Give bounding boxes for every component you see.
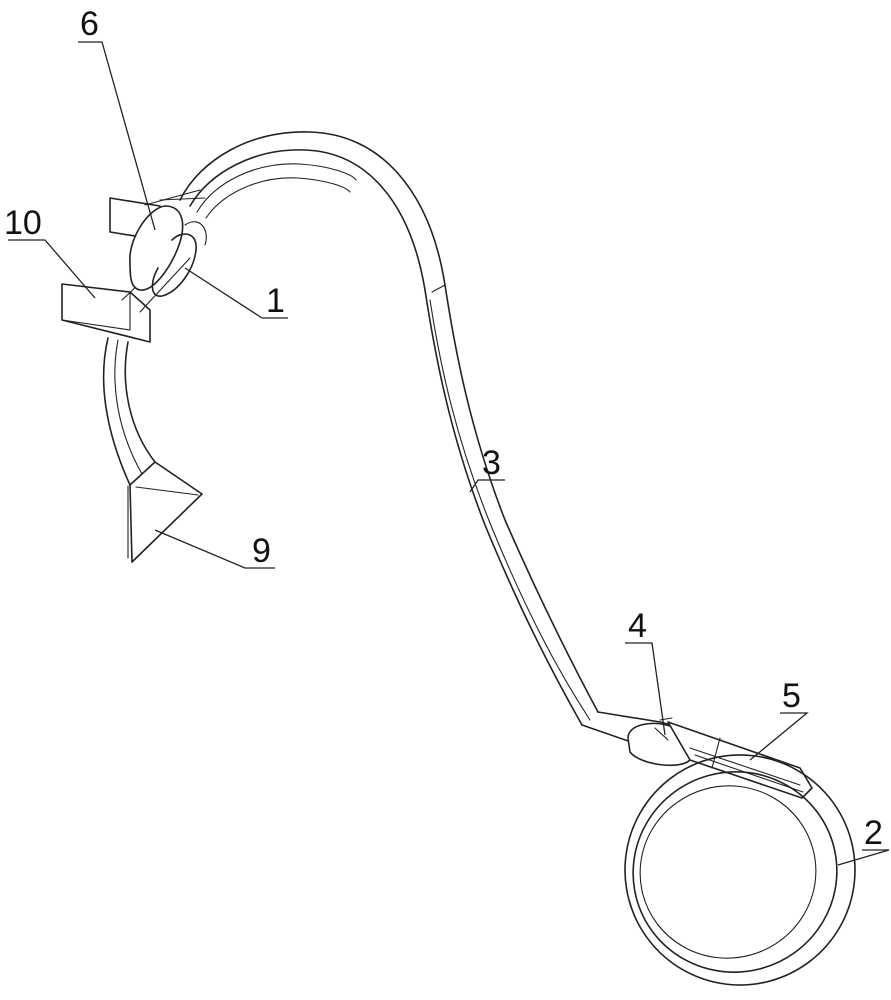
strap-5 bbox=[667, 721, 813, 799]
callout-9: 9 bbox=[252, 532, 271, 570]
callout-4: 4 bbox=[628, 607, 647, 645]
callout-5: 5 bbox=[782, 677, 801, 715]
leader-lines bbox=[8, 41, 890, 866]
triangle-part-9 bbox=[127, 461, 203, 563]
callout-6: 6 bbox=[80, 5, 99, 43]
ring-1 bbox=[151, 221, 207, 297]
callout-3: 3 bbox=[482, 444, 501, 482]
callout-2: 2 bbox=[864, 814, 883, 852]
loop-2 bbox=[624, 754, 856, 986]
callout-10: 10 bbox=[4, 204, 42, 242]
callout-1: 1 bbox=[266, 282, 285, 320]
band-3 bbox=[179, 131, 599, 726]
arm-to-9 bbox=[102, 337, 156, 486]
clip-6 bbox=[129, 189, 206, 291]
